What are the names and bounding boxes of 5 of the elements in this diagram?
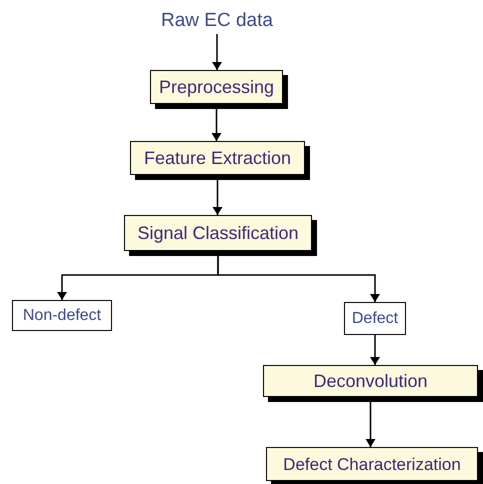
result-box: Defect bbox=[344, 302, 406, 335]
arrow bbox=[370, 335, 380, 365]
input-label: Raw EC data bbox=[150, 6, 284, 34]
result-box: Non-defect bbox=[12, 300, 112, 331]
arrow bbox=[212, 34, 222, 70]
